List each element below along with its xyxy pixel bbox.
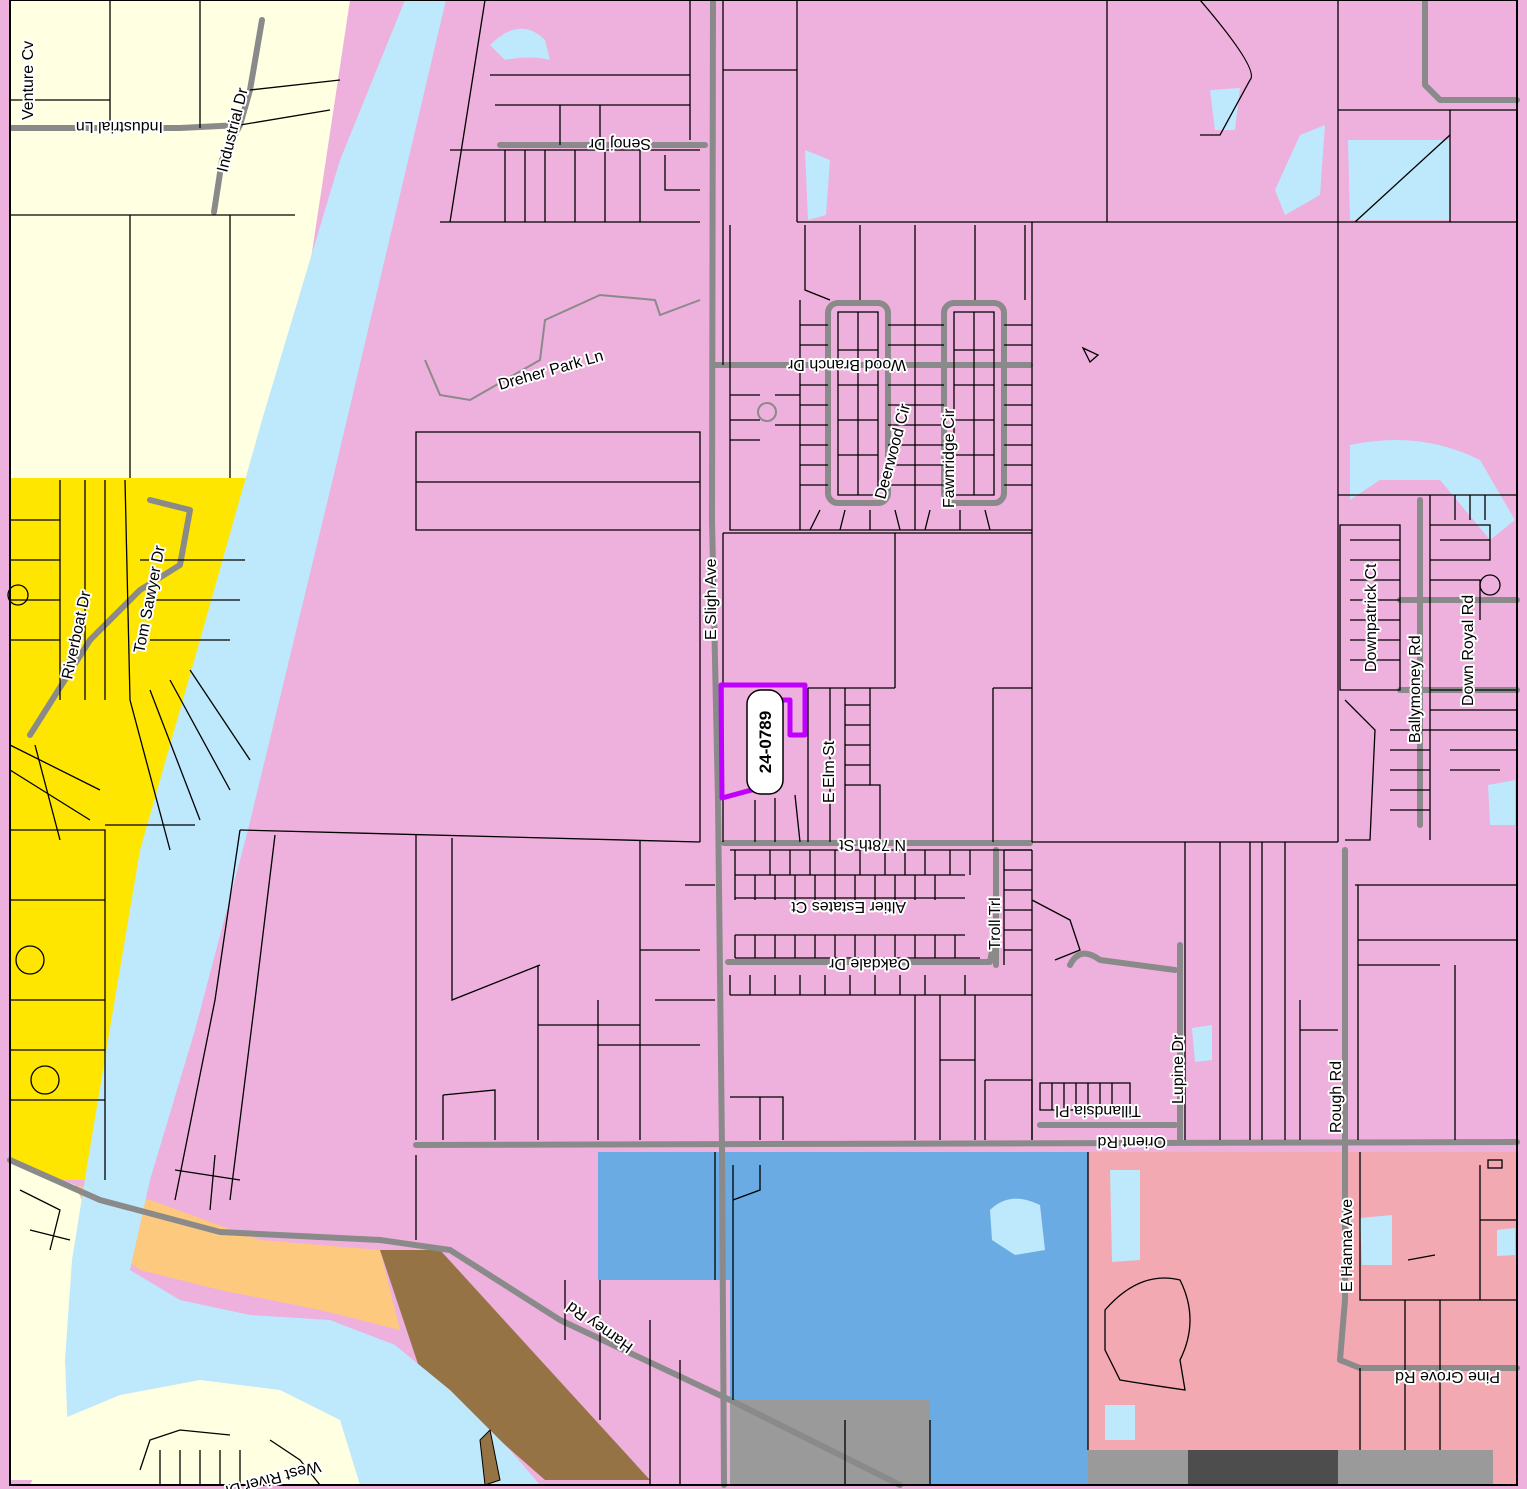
- pond-east: [1350, 440, 1515, 540]
- street-label-wood-branch-dr: Wood Branch Dr: [787, 356, 906, 373]
- pond-ne-a: [805, 150, 830, 220]
- street-label-rough-rd: Rough Rd: [1328, 1061, 1345, 1133]
- subject-parcel-outline[interactable]: [718, 682, 808, 801]
- small-triangle-marker: [1081, 346, 1100, 364]
- street-label-fawnridge-cir: Fawnridge Cir: [941, 408, 958, 508]
- pond-salmon-a: [1110, 1170, 1140, 1262]
- street-label-e-elm-st: E Elm St: [821, 740, 838, 803]
- gray-zone-south-b: [1088, 1450, 1188, 1485]
- case-number-badge[interactable]: 24-0789: [746, 689, 784, 795]
- street-label-e-hanna-ave: E Hanna Ave: [1339, 1199, 1356, 1292]
- brown-zone-pond: [479, 1428, 501, 1486]
- pond-salmon-b: [1360, 1215, 1392, 1265]
- street-label-n-78th-st: N 78th St: [839, 836, 906, 853]
- pond-lupine: [1192, 1025, 1212, 1062]
- salmon-zone: [1088, 1152, 1517, 1485]
- street-label-downpatrick-ct: Downpatrick Ct: [1363, 563, 1380, 672]
- street-label-down-royal-rd: Down Royal Rd: [1460, 595, 1477, 706]
- street-label-tillandsia-pl: Tillandsia Pl: [1055, 1102, 1141, 1119]
- river-bend-land: [30, 1380, 360, 1485]
- parcel-lines: [7, 0, 1518, 1486]
- case-number-label: 24-0789: [756, 711, 775, 773]
- pond-north: [490, 28, 550, 60]
- street-label-industrial-ln: Industrial Ln: [76, 118, 163, 135]
- roads: [7, 0, 1520, 1488]
- case-number-badge-bg: [746, 689, 784, 795]
- dark-gray-zone-south: [1188, 1450, 1338, 1485]
- brown-zone: [380, 1250, 650, 1480]
- pond-ne-d: [1348, 140, 1450, 220]
- pond-east-b: [1488, 780, 1515, 825]
- street-label-troll-trl: Troll Trl: [987, 897, 1004, 950]
- light-yellow-zone-south: [10, 1160, 95, 1480]
- street-label-altier-estates-ct: Altier Estates Ct: [791, 898, 906, 915]
- street-label-oakdale-dr: Oakdale Dr: [828, 955, 910, 972]
- pond-salmon-c: [1105, 1405, 1135, 1440]
- street-label-e-sligh-ave: E Sligh Ave: [703, 558, 720, 640]
- street-label-ballymoney-rd: Ballymoney Rd: [1407, 635, 1424, 743]
- gray-zone-south-c: [1338, 1450, 1493, 1485]
- street-label-pine-grove-rd: Pine Grove Rd: [1395, 1368, 1500, 1385]
- street-label-senoj-dr: Senoj Dr: [588, 135, 651, 152]
- street-label-lupine-dr: Lupine Dr: [1170, 1034, 1187, 1104]
- pond-blue-zone: [990, 1198, 1045, 1255]
- light-yellow-zone-north: [10, 0, 350, 478]
- pond-ne-b: [1210, 88, 1240, 130]
- pond-salmon-d: [1497, 1228, 1515, 1256]
- pond-ne-c: [1275, 125, 1325, 215]
- river: [45, 0, 540, 1485]
- street-label-venture-cv: Venture Cv: [20, 41, 37, 120]
- orange-zone: [75, 1185, 400, 1330]
- street-label-orient-rd: Orient Rd: [1098, 1133, 1166, 1150]
